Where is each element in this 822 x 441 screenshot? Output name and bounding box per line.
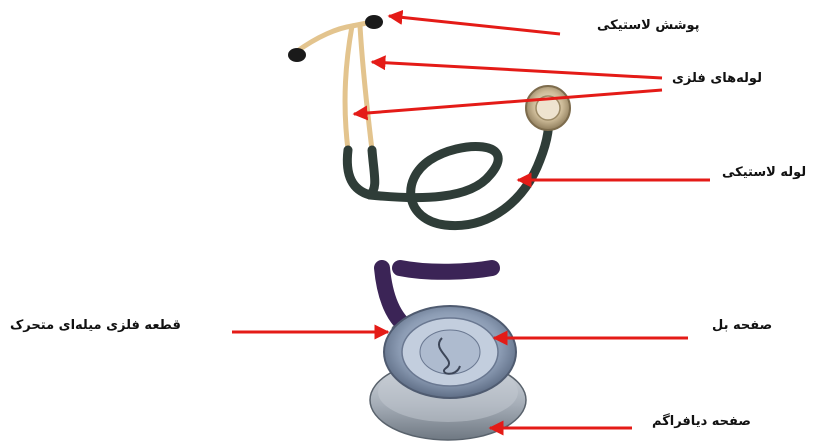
arrow-rubber-cover [389,16,560,34]
metal-tube-left [296,26,352,150]
label-moving-metal-part: قطعه فلزی میله‌ای متحرک [10,318,181,333]
label-metal-tubes: لوله‌های فلزی [672,71,762,86]
label-rubber-cover: پوشش لاستیکی [597,18,700,33]
eartip-right [365,15,383,29]
label-diaphragm-side: صفحه دیافراگم [652,414,751,429]
arrow-metal-tube-upper [372,62,662,78]
rubber-tube-loop [370,110,549,226]
stethoscope-full-image [288,15,570,226]
arrow-metal-tube-lower [354,90,662,114]
rubber-tube-y-left [347,150,370,195]
label-bell-side: صفحه بل [712,318,772,333]
chestpiece-closeup-image [370,268,526,440]
rubber-tube-y-right [370,150,375,195]
eartip-left [288,48,306,62]
metal-tube-right [360,26,372,150]
label-rubber-tube: لوله لاستیکی [722,165,806,180]
